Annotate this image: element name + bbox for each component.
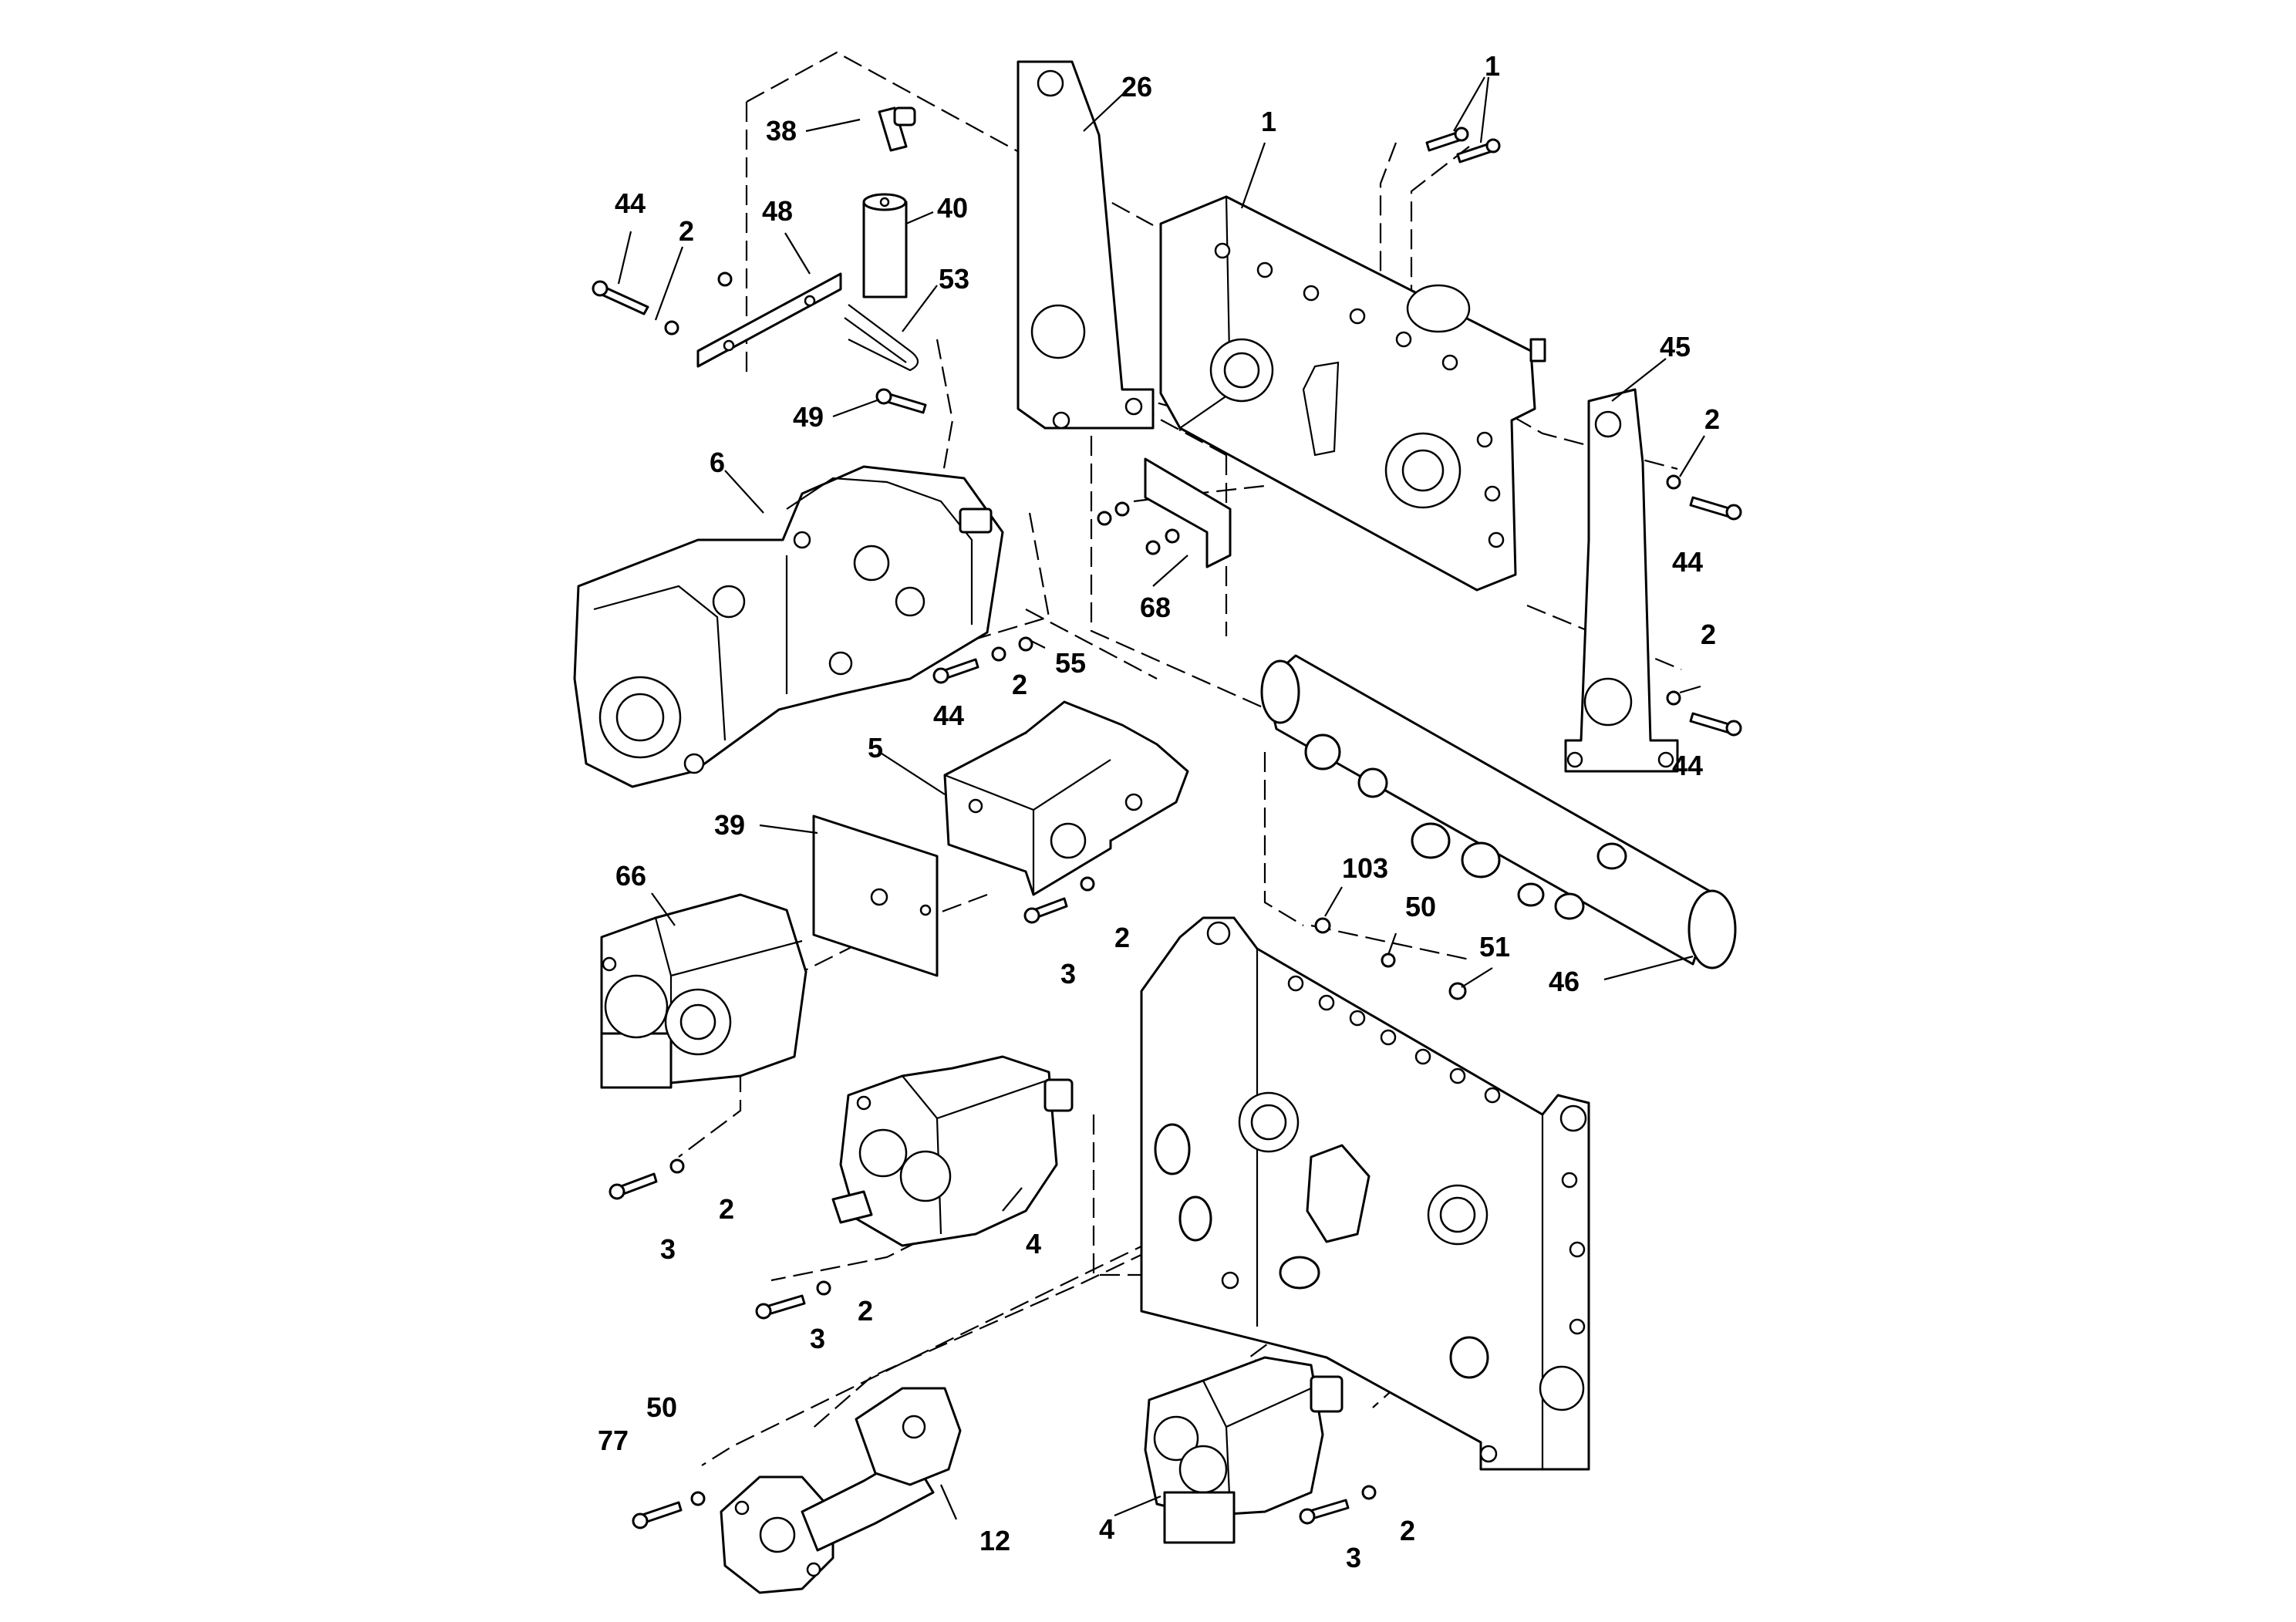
- bolt-49: [875, 388, 927, 414]
- valve-66: [600, 893, 807, 1089]
- callout-label: 2: [1704, 403, 1720, 435]
- callout-label: 46: [1549, 966, 1580, 997]
- fitting-38: [878, 106, 916, 152]
- callout-label: 45: [1660, 331, 1691, 363]
- valve-block-5: [943, 700, 1189, 896]
- callout-label: 2: [1012, 669, 1027, 700]
- drive-shaft-12: [720, 1387, 962, 1594]
- leader-lines: [617, 76, 1705, 1520]
- callout-label: 44: [1672, 750, 1703, 781]
- callout-labels: 26 1 1 38 40 44 2 48 53 49 45 2 44 6 68 …: [598, 50, 1720, 1573]
- callout-label: 53: [939, 263, 969, 295]
- washer-50-b: [690, 1491, 706, 1506]
- plate-39: [812, 814, 939, 977]
- washer-2-right-top: [1666, 474, 1681, 490]
- callout-label: 68: [1140, 592, 1171, 623]
- bolt-44-right-top: [1689, 496, 1742, 521]
- callout-label: 3: [660, 1233, 676, 1265]
- callout-label: 3: [1060, 958, 1076, 990]
- tandem-pump-6: [573, 465, 1004, 788]
- callout-label: 4: [1099, 1513, 1114, 1545]
- callout-label: 1: [1261, 106, 1276, 137]
- callout-label: 2: [1114, 922, 1130, 953]
- callout-label: 49: [793, 401, 824, 433]
- bolts-1: [1425, 126, 1501, 164]
- callout-label: 2: [1701, 619, 1716, 650]
- bracket-45: [1564, 388, 1679, 773]
- callout-label: 103: [1342, 852, 1388, 884]
- bolt-3-a: [609, 1172, 658, 1200]
- bracket-26: [1017, 60, 1155, 430]
- cylinder-40: [862, 193, 908, 298]
- bolt-77: [632, 1501, 683, 1529]
- callout-label: 55: [1055, 647, 1086, 679]
- callout-label: 3: [810, 1323, 825, 1354]
- washer-2-a: [669, 1158, 685, 1174]
- callout-label: 2: [1400, 1515, 1415, 1546]
- washer-50: [1381, 953, 1396, 968]
- callout-label: 4: [1026, 1228, 1041, 1259]
- callout-label: 44: [615, 187, 646, 219]
- washer-2-c: [1361, 1485, 1377, 1500]
- callout-label: 2: [858, 1295, 873, 1327]
- callout-label: 2: [679, 215, 694, 247]
- callout-label: 77: [598, 1425, 629, 1456]
- bolt-44-right-bottom: [1689, 712, 1742, 737]
- callout-label: 6: [710, 447, 725, 478]
- manifold-46: [1260, 654, 1737, 969]
- washer-2-topleft: [664, 320, 679, 336]
- callout-label: 48: [762, 195, 793, 227]
- callout-label: 1: [1485, 50, 1500, 82]
- callout-label: 50: [1405, 891, 1436, 922]
- callout-label: 51: [1479, 931, 1510, 963]
- callout-label: 5: [868, 732, 883, 764]
- gear-pump-4-middle: [831, 1055, 1074, 1247]
- callout-label: 26: [1121, 71, 1152, 103]
- bracket-68: [1097, 457, 1232, 568]
- callout-label: 38: [766, 115, 797, 147]
- gear-pump-4-bottom: [1144, 1356, 1344, 1544]
- fasteners-55: [932, 636, 1033, 684]
- u-bolt-53: [844, 304, 919, 372]
- callout-label: 2: [719, 1193, 734, 1225]
- washer-2-topleft-b: [717, 271, 733, 287]
- mounting-plate-1: [1159, 195, 1546, 592]
- callout-label: 44: [1672, 546, 1703, 578]
- fasteners-5: [1023, 876, 1095, 924]
- bolt-3-b: [755, 1294, 806, 1320]
- washer-2-b: [816, 1280, 831, 1296]
- callout-label: 12: [979, 1525, 1010, 1556]
- callout-label: 40: [937, 192, 968, 224]
- washer-103: [1314, 917, 1331, 934]
- callout-label: 39: [714, 809, 745, 841]
- callout-label: 66: [615, 860, 646, 892]
- plate-48: [696, 272, 842, 368]
- mounting-plate-lower: [1140, 916, 1590, 1471]
- bolt-44-topleft: [592, 280, 649, 315]
- callout-label: 44: [933, 700, 964, 731]
- callout-label: 3: [1346, 1542, 1361, 1573]
- bolt-3-c: [1299, 1499, 1350, 1525]
- callout-label: 50: [646, 1391, 677, 1423]
- washer-2-right-bottom: [1666, 690, 1681, 706]
